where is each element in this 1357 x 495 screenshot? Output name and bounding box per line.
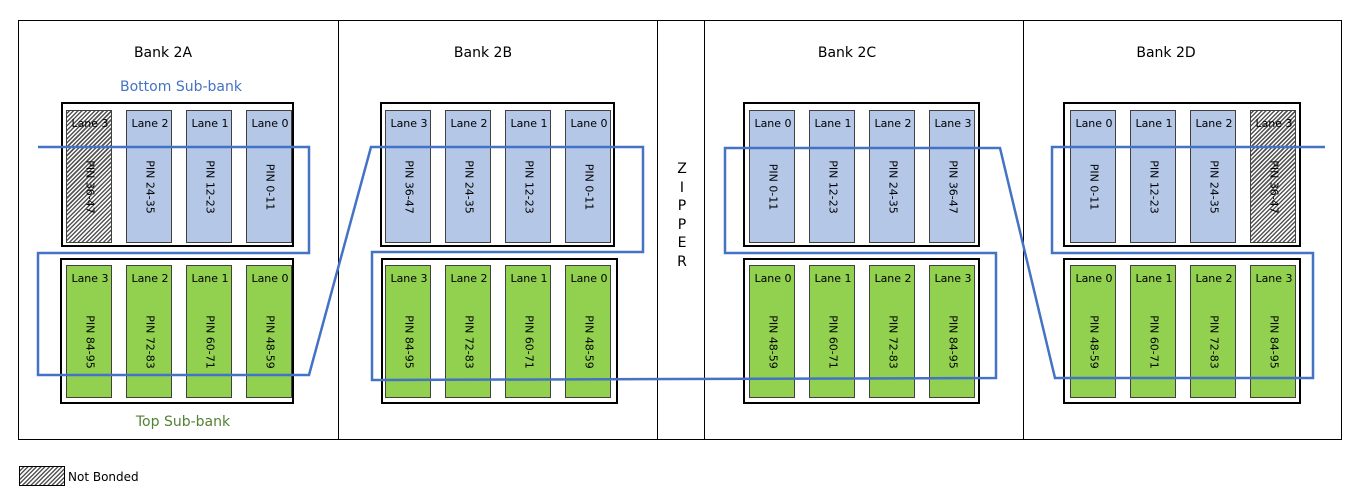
lane-label: Lane 0 [570, 117, 608, 130]
lane-label: Lane 1 [191, 117, 229, 130]
bank-title: Bank 2C [817, 45, 877, 61]
lane-label: Lane 0 [1075, 117, 1113, 130]
bank-title: Bank 2A [133, 45, 193, 61]
lane-label: Lane 2 [450, 117, 488, 130]
lane-label: Lane 2 [874, 117, 912, 130]
diagram-frame [18, 20, 1342, 440]
lane-label: Lane 0 [251, 272, 289, 285]
bank-title: Bank 2B [453, 45, 513, 61]
lane-label: Lane 1 [1135, 117, 1173, 130]
lane-label: Lane 3 [934, 117, 972, 130]
bank-divider [1023, 20, 1024, 440]
legend-label: Not Bonded [68, 470, 139, 484]
lane-label: Lane 3 [390, 272, 428, 285]
lane-label: Lane 1 [510, 272, 548, 285]
bottom-subbank-box [61, 102, 294, 247]
lane-label: Lane 3 [390, 117, 428, 130]
lane-label: Lane 2 [1195, 117, 1233, 130]
lane-label: Lane 2 [131, 272, 169, 285]
lane-label: Lane 2 [450, 272, 488, 285]
lane-label: Lane 0 [570, 272, 608, 285]
lane-label: Lane 2 [1195, 272, 1233, 285]
top-subbank-box [1063, 258, 1301, 404]
zipper-divider-right [704, 20, 705, 440]
top-subbank-box [60, 258, 294, 404]
lane-label: Lane 0 [754, 117, 792, 130]
lane-label: Lane 2 [131, 117, 169, 130]
lane-label: Lane 1 [1135, 272, 1173, 285]
lane-label: Lane 0 [1075, 272, 1113, 285]
zipper-divider-left [657, 20, 658, 440]
bottom-subbank-label: Bottom Sub-bank [120, 79, 242, 95]
lane-label: Lane 2 [874, 272, 912, 285]
top-subbank-box [381, 258, 618, 404]
lane-label: Lane 0 [251, 117, 289, 130]
lane-label: Lane 3 [71, 117, 109, 130]
lane-label: Lane 1 [814, 117, 852, 130]
routing-line [36, 145, 1325, 382]
not-bonded-swatch [19, 466, 65, 486]
top-subbank-label: Top Sub-bank [135, 414, 231, 430]
lane-label: Lane 3 [1255, 272, 1293, 285]
lane-label: Lane 1 [814, 272, 852, 285]
lane-label: Lane 3 [934, 272, 972, 285]
bottom-subbank-box [380, 102, 615, 247]
bottom-subbank-box [1063, 102, 1301, 247]
bank-divider [338, 20, 339, 440]
lane-label: Lane 3 [71, 272, 109, 285]
bottom-subbank-box [743, 102, 980, 247]
bank-title: Bank 2D [1136, 45, 1196, 61]
lane-label: Lane 1 [510, 117, 548, 130]
lane-label: Lane 1 [191, 272, 229, 285]
top-subbank-box [743, 258, 980, 404]
lane-label: Lane 3 [1255, 117, 1293, 130]
lane-label: Lane 0 [754, 272, 792, 285]
